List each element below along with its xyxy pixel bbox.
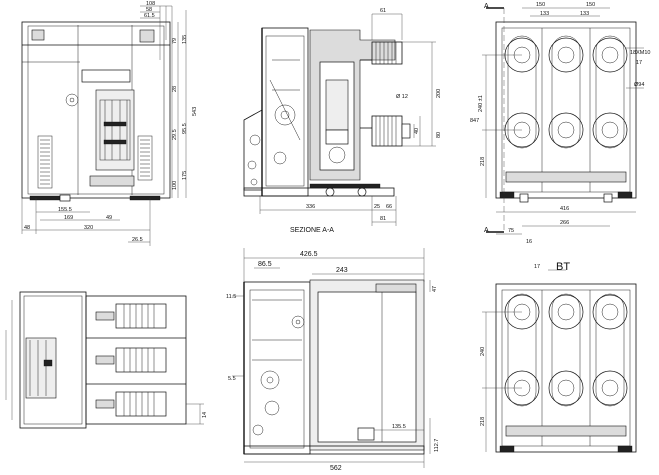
- dim-text: 25: [374, 204, 380, 210]
- dim-text: 61: [380, 8, 386, 14]
- dim-text: 16: [526, 239, 532, 245]
- dim-text: 47: [432, 286, 438, 292]
- rear-view-dimensions: A A 150 150 133 133 18XM10 17 Ø94 240 ±1…: [470, 2, 651, 245]
- section-marker: A: [484, 227, 489, 234]
- dim-text: 135.5: [392, 424, 406, 430]
- dim-text: 14: [202, 412, 208, 418]
- dim-text: 336: [306, 204, 315, 210]
- dim-text: 95.5: [182, 123, 188, 134]
- dim-text: 26.5: [132, 237, 143, 243]
- dim-text: 416: [560, 206, 569, 212]
- dim-text: 240: [480, 347, 486, 356]
- dim-text: 426.5: [300, 251, 318, 258]
- dim-text: 847: [470, 118, 479, 124]
- dim-text: 175: [182, 171, 188, 180]
- dim-text: 320: [84, 225, 93, 231]
- dim-text: Ø 12: [396, 94, 408, 100]
- dim-text: 66: [386, 204, 392, 210]
- dim-text: 169: [64, 215, 73, 221]
- section-marker: A: [484, 3, 489, 10]
- dim-text: 266: [560, 220, 569, 226]
- dim-text: 243: [336, 267, 348, 274]
- dim-text: 150: [536, 2, 545, 8]
- dim-text: 133: [540, 11, 549, 17]
- dim-text: 81: [380, 216, 386, 222]
- dim-text: 108: [146, 1, 155, 7]
- dim-text: 61.5: [144, 13, 155, 19]
- dim-text: 17: [534, 264, 540, 270]
- plan-view-dimensions: 14: [202, 412, 208, 418]
- front-view-dimensions: 108 58 61.5 79 135 28 29.5 95.5 543 175 …: [24, 1, 198, 243]
- dim-text: 86.5: [258, 261, 272, 268]
- dim-text: 79: [172, 38, 178, 44]
- plan-view: [5, 291, 204, 429]
- bt-view-dimensions: BT 17 240 218: [480, 261, 570, 426]
- side-view: [232, 248, 431, 468]
- dim-text: 135: [182, 35, 188, 44]
- dim-text: Ø94: [634, 82, 644, 88]
- dim-text: 218: [480, 417, 486, 426]
- dim-text: 18XM10: [630, 50, 651, 56]
- bt-title: BT: [556, 261, 570, 273]
- section-view: [243, 13, 436, 226]
- dim-text: 240 ±1: [478, 95, 484, 112]
- dim-text: 562: [330, 465, 342, 472]
- dim-text: 5.5: [228, 376, 236, 382]
- dim-text: 58: [146, 7, 152, 13]
- dim-text: 29.5: [172, 129, 178, 140]
- dim-text: 200: [436, 89, 442, 98]
- dim-text: 100: [172, 181, 178, 190]
- dim-text: 11.5: [226, 294, 236, 300]
- dim-text: 218: [480, 157, 486, 166]
- dim-text: 133: [580, 11, 589, 17]
- dim-text: 28: [172, 86, 178, 92]
- section-caption: SEZIONE A-A: [290, 227, 334, 234]
- dim-text: 543: [192, 107, 198, 116]
- dim-text: 75: [508, 228, 514, 234]
- dim-text: 150: [586, 2, 595, 8]
- dim-text: 40: [414, 128, 420, 134]
- side-view-dimensions: 426.5 86.5 243 47 11.5 5.5 135.5 112.7 5…: [226, 251, 440, 472]
- bt-view: [482, 269, 637, 453]
- dim-text: 17: [636, 60, 642, 66]
- section-view-dimensions: 61 200 80 40 Ø 12 336 25 66 81 SEZIONE A…: [290, 8, 442, 234]
- rear-view: [482, 7, 644, 235]
- front-view: [21, 5, 187, 246]
- dim-text: 80: [436, 132, 442, 138]
- dim-text: 48: [24, 225, 30, 231]
- dim-text: 112.7: [434, 439, 440, 452]
- dim-text: 49: [106, 215, 112, 221]
- dim-text: 155.5: [58, 207, 72, 213]
